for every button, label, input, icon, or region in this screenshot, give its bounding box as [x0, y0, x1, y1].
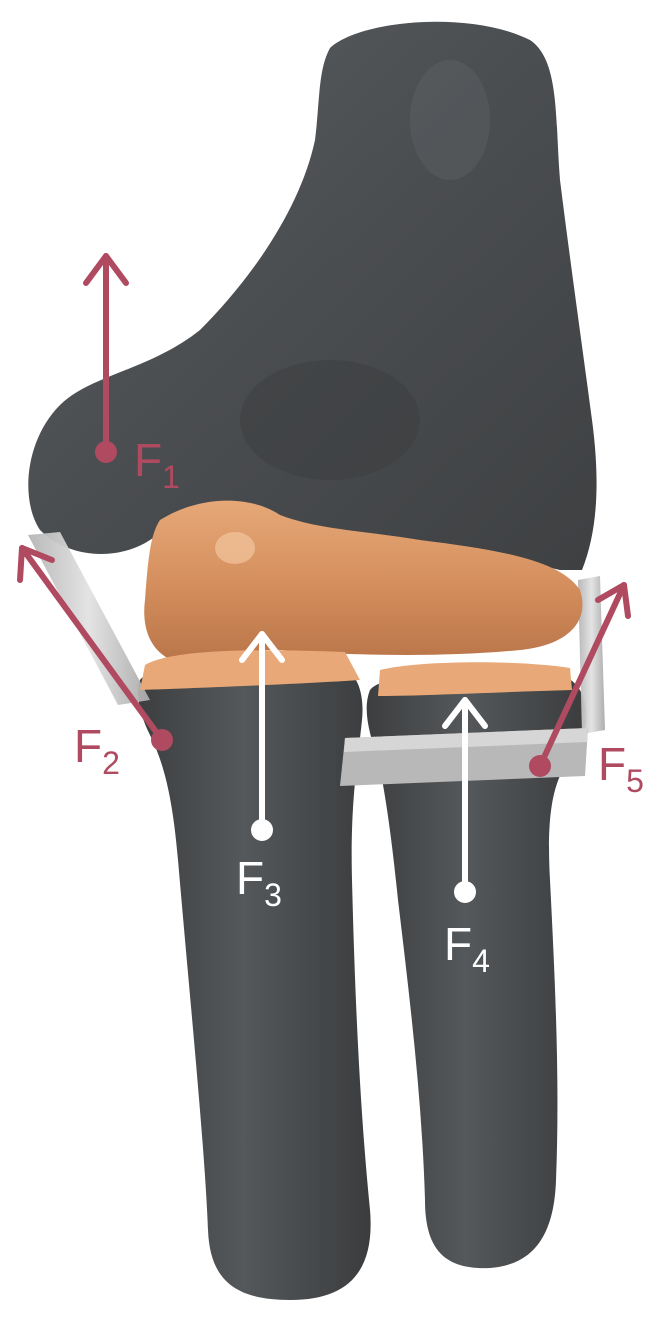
olecranon-fossa-shadow: [240, 360, 420, 480]
ulna-bone: [138, 664, 371, 1300]
force-f1-sub: 1: [162, 459, 180, 495]
force-f2-label: F2: [74, 720, 120, 781]
cartilage-highlight: [215, 532, 255, 564]
force-f1-main: F: [134, 434, 162, 486]
humerus-bone: [28, 22, 596, 570]
force-f5-label: F5: [598, 738, 644, 799]
force-f5-main: F: [598, 738, 626, 790]
force-f5-sub: 5: [626, 763, 644, 799]
force-f2-sub: 2: [102, 745, 120, 781]
force-f3-main: F: [236, 852, 264, 904]
force-f3-sub: 3: [264, 877, 282, 913]
humerus-highlight: [410, 60, 490, 180]
force-f2-main: F: [74, 720, 102, 772]
force-f4-main: F: [444, 918, 472, 970]
force-f4-sub: 4: [472, 943, 490, 979]
